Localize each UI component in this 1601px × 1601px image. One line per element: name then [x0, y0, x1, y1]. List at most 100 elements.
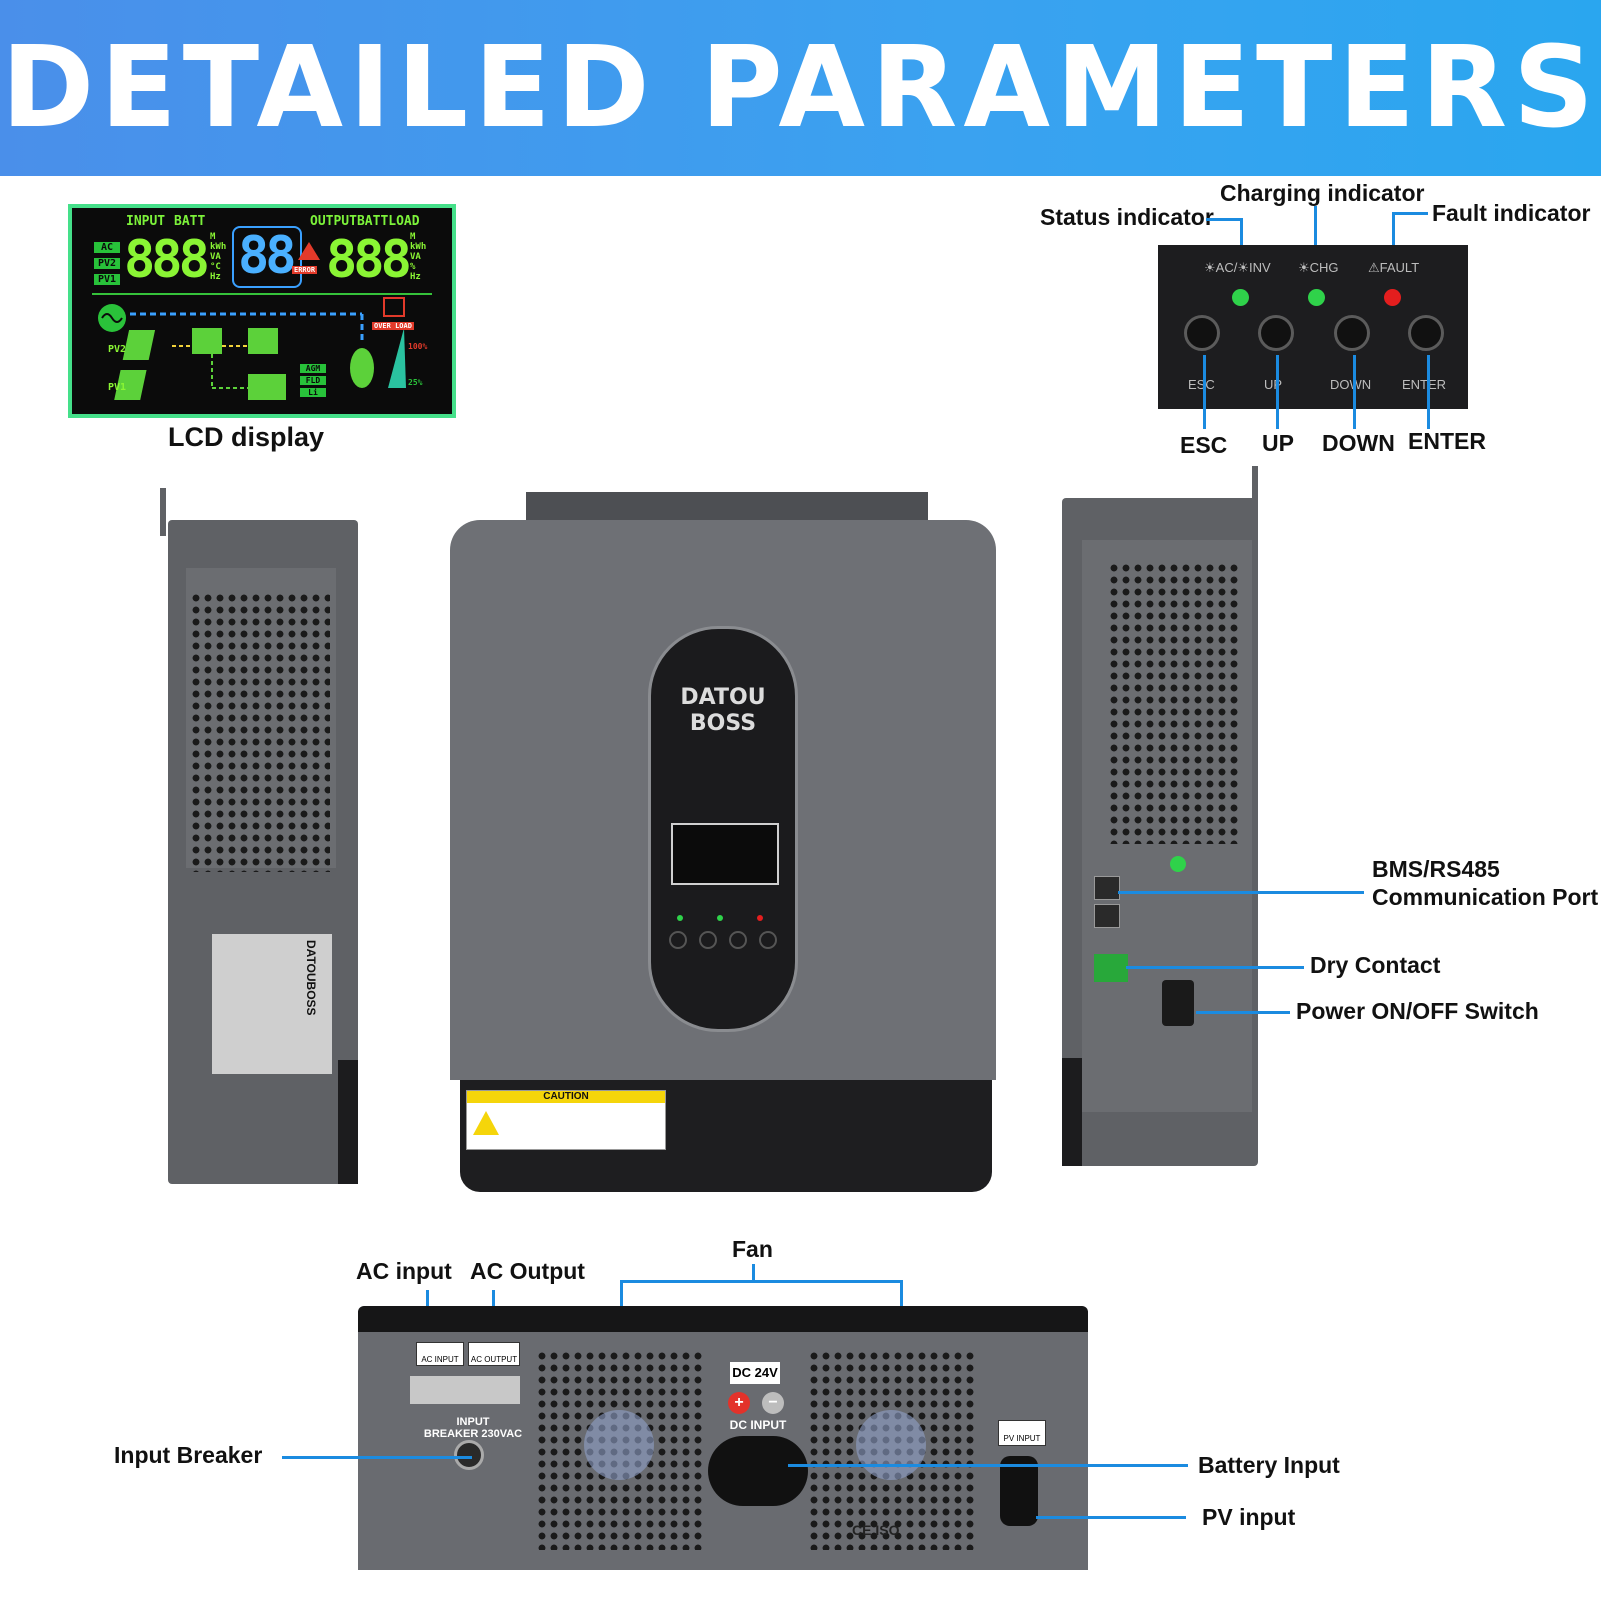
- header-banner: [0, 0, 1601, 176]
- status-led: [1232, 289, 1249, 306]
- fault-indicator-callout: Fault indicator: [1432, 200, 1591, 226]
- brand-line2: BOSS: [689, 711, 757, 736]
- fan-callout: Fan: [732, 1236, 773, 1262]
- lcd-digits-right: 888: [326, 230, 412, 290]
- pv-input-callout: PV input: [1202, 1504, 1296, 1530]
- fan-leader-stem: [752, 1264, 755, 1282]
- dc-input-grommet[interactable]: [708, 1436, 808, 1506]
- lcd-li-tag: Li: [300, 388, 326, 397]
- status-indicator-callout: Status indicator: [1040, 204, 1214, 230]
- mini-up-button[interactable]: [699, 931, 717, 949]
- bms-port[interactable]: [1094, 876, 1120, 900]
- ac-input-terminal-tag: AC INPUT: [416, 1342, 464, 1366]
- fault-led: [1384, 289, 1401, 306]
- inverter-icon: [248, 328, 278, 354]
- bms-callout-line2: Communication Port: [1372, 884, 1599, 910]
- load-level-icon: [388, 328, 406, 388]
- enter-panel-label: ENTER: [1402, 377, 1447, 392]
- brand-line1: DATOU: [680, 685, 766, 710]
- left-vent-grill: [190, 592, 330, 872]
- status-leader-h: [1206, 218, 1242, 221]
- ac-output-callout: AC Output: [470, 1258, 585, 1284]
- lcd-batt-label: BATT: [174, 214, 206, 229]
- down-panel-label: DOWN: [1330, 377, 1372, 392]
- left-mount-bracket: [160, 488, 166, 536]
- fault-leader-h: [1392, 212, 1428, 215]
- lcd-fld-tag: FLD: [300, 376, 326, 385]
- ac-output-terminal-tag: AC OUTPUT: [468, 1342, 520, 1366]
- lcd-pv1-label: PV1: [108, 382, 127, 393]
- bottom-unit-top-edge: [358, 1306, 1088, 1332]
- dry-contact-callout: Dry Contact: [1310, 952, 1441, 978]
- esc-panel-label: ESC: [1188, 377, 1215, 392]
- esc-button[interactable]: [1184, 315, 1220, 351]
- lcd-flow-diagram: [92, 293, 432, 400]
- mini-esc-button[interactable]: [669, 931, 687, 949]
- dc-positive-icon: +: [728, 1392, 750, 1414]
- mini-charging-led: [717, 915, 723, 921]
- lcd-output-label: OUTPUTBATTLOAD: [310, 214, 420, 229]
- lcd-error-tag: ERROR: [292, 266, 318, 274]
- mini-enter-button[interactable]: [759, 931, 777, 949]
- warning-triangle-icon: [473, 1111, 499, 1135]
- pv-input-port[interactable]: [1000, 1456, 1038, 1526]
- dc-input-label: DC INPUT: [729, 1418, 787, 1432]
- mini-down-button[interactable]: [729, 931, 747, 949]
- lcd-digits-left: 888: [124, 230, 210, 290]
- lcd-ac-tag: AC: [94, 242, 120, 253]
- input-breaker[interactable]: [454, 1440, 484, 1470]
- power-switch-callout: Power ON/OFF Switch: [1296, 998, 1539, 1024]
- right-vent-grill: [1108, 562, 1242, 844]
- battery-icon: [248, 374, 286, 400]
- right-fan: [856, 1410, 926, 1480]
- ac-terminal-block[interactable]: [410, 1376, 520, 1404]
- esc-leader: [1203, 355, 1206, 429]
- left-side-unit: DATOUBOSS: [168, 520, 358, 1184]
- bms-callout-line1: BMS/RS485: [1372, 856, 1500, 882]
- lcd-caption: LCD display: [168, 422, 325, 452]
- control-panel: ☀AC/☀INV ☀CHG ⚠FAULT ESC UP DOWN ENTER: [1158, 245, 1468, 409]
- up-leader: [1276, 355, 1279, 429]
- input-breaker-leader: [282, 1456, 472, 1459]
- dc-voltage-tag: DC 24V: [730, 1362, 780, 1384]
- battery-input-leader: [788, 1464, 1188, 1467]
- mini-lcd: [671, 823, 779, 885]
- charger-icon: [192, 328, 222, 354]
- dry-contact-terminal[interactable]: [1094, 954, 1128, 982]
- left-fan: [584, 1410, 654, 1480]
- caution-label: CAUTION: [466, 1090, 666, 1150]
- fault-leader-v: [1392, 212, 1395, 272]
- lcd-display: INPUT BATT OUTPUTBATTLOAD AC PV2 PV1 888…: [68, 204, 456, 418]
- down-callout: DOWN: [1322, 430, 1395, 456]
- status-leader-v: [1240, 218, 1243, 270]
- input-breaker-callout: Input Breaker: [114, 1442, 263, 1468]
- pv-input-leader: [1036, 1516, 1186, 1519]
- rs232-port[interactable]: [1094, 904, 1120, 928]
- down-leader: [1353, 355, 1356, 429]
- lcd-pv2-tag: PV2: [94, 258, 120, 269]
- spec-label: DATOUBOSS: [212, 934, 332, 1074]
- fan-leader-h: [620, 1280, 902, 1283]
- right-mount-bracket: [1252, 466, 1258, 516]
- indicator-label-acinv: ☀AC/☀INV: [1204, 260, 1271, 275]
- lcd-digits-center: 88: [238, 226, 297, 286]
- battery-input-callout: Battery Input: [1198, 1452, 1340, 1478]
- lcd-pct-high: 100%: [408, 342, 428, 351]
- up-callout: UP: [1262, 430, 1294, 456]
- power-switch[interactable]: [1162, 980, 1194, 1026]
- charging-led: [1308, 289, 1325, 306]
- charging-leader: [1314, 206, 1317, 272]
- charging-indicator-callout: Charging indicator: [1220, 180, 1425, 206]
- enter-button[interactable]: [1408, 315, 1444, 351]
- lcd-agm-tag: AGM: [300, 364, 326, 373]
- mini-status-led: [677, 915, 683, 921]
- lcd-pv1-tag: PV1: [94, 274, 120, 285]
- lcd-input-label: INPUT: [126, 214, 166, 229]
- indicator-label-fault: ⚠FAULT: [1368, 260, 1420, 275]
- down-button[interactable]: [1334, 315, 1370, 351]
- up-button[interactable]: [1258, 315, 1294, 351]
